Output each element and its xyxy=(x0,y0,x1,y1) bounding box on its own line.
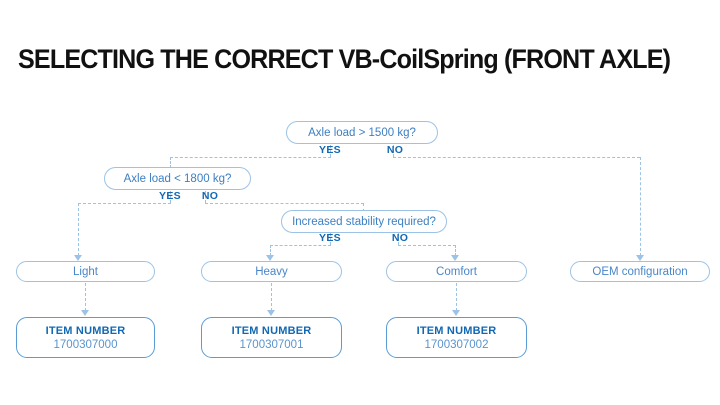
item-number-heavy[interactable]: ITEM NUMBER 1700307001 xyxy=(201,317,342,358)
decision-axle-load-1500-no: NO xyxy=(386,144,404,156)
connector-d3-no-arrow xyxy=(450,255,459,261)
connector-light-to-item xyxy=(85,283,86,311)
connector-d3-yes-stub xyxy=(330,233,331,245)
connector-comfort-to-item-arrow xyxy=(451,310,460,316)
connector-heavy-to-item xyxy=(271,283,272,311)
connector-d1-no-arrow xyxy=(635,255,644,261)
connector-d1-yes-horizontal xyxy=(170,157,331,158)
connector-d1-no-horizontal xyxy=(393,157,640,158)
decision-increased-stability-no: NO xyxy=(391,232,409,244)
connector-d2-no-drop xyxy=(363,203,364,212)
connector-heavy-to-item-arrow xyxy=(266,310,275,316)
decision-increased-stability-label: Increased stability required? xyxy=(292,215,436,228)
connector-d2-no-horizontal xyxy=(205,203,364,204)
connector-d1-no-drop xyxy=(640,157,641,256)
connector-d3-yes-drop xyxy=(270,245,271,256)
connector-d3-no-horizontal xyxy=(398,245,456,246)
result-comfort-label: Comfort xyxy=(436,265,477,278)
connector-light-to-item-arrow xyxy=(80,310,89,316)
decision-axle-load-1800[interactable]: Axle load < 1800 kg? xyxy=(104,167,251,190)
connector-d2-yes-drop xyxy=(78,203,79,256)
item-number-heavy-value: 1700307001 xyxy=(239,338,304,351)
result-light[interactable]: Light xyxy=(16,261,155,282)
decision-axle-load-1500[interactable]: Axle load > 1500 kg? xyxy=(286,121,438,144)
item-number-light-title: ITEM NUMBER xyxy=(45,324,126,337)
connector-d1-yes-drop xyxy=(170,157,171,168)
item-number-comfort-value: 1700307002 xyxy=(424,338,489,351)
decision-axle-load-1800-label: Axle load < 1800 kg? xyxy=(123,172,232,185)
result-heavy[interactable]: Heavy xyxy=(201,261,342,282)
connector-d2-yes-arrow xyxy=(73,255,82,261)
item-number-light-value: 1700307000 xyxy=(53,338,118,351)
connector-d3-yes-horizontal xyxy=(270,245,331,246)
connector-comfort-to-item xyxy=(456,283,457,311)
decision-axle-load-1800-no: NO xyxy=(201,190,219,202)
connector-d2-yes-stub xyxy=(170,191,171,203)
page-title: SELECTING THE CORRECT VB-CoilSpring (FRO… xyxy=(18,44,671,74)
connector-d1-yes-stub xyxy=(330,145,331,157)
item-number-heavy-title: ITEM NUMBER xyxy=(231,324,312,337)
result-comfort[interactable]: Comfort xyxy=(386,261,527,282)
connector-d3-no-drop xyxy=(455,245,456,256)
decision-increased-stability-yes: YES xyxy=(319,232,341,244)
result-light-label: Light xyxy=(73,265,98,278)
item-number-light[interactable]: ITEM NUMBER 1700307000 xyxy=(16,317,155,358)
decision-increased-stability[interactable]: Increased stability required? xyxy=(281,210,447,233)
decision-axle-load-1500-label: Axle load > 1500 kg? xyxy=(308,126,416,139)
item-number-comfort-title: ITEM NUMBER xyxy=(416,324,497,337)
connector-d3-no-stub xyxy=(398,233,399,245)
connector-d3-yes-arrow xyxy=(265,255,274,261)
result-heavy-label: Heavy xyxy=(255,265,288,278)
item-number-comfort[interactable]: ITEM NUMBER 1700307002 xyxy=(386,317,527,358)
result-oem-configuration-label: OEM configuration xyxy=(592,265,688,278)
connector-d1-no-stub xyxy=(393,145,394,157)
decision-axle-load-1800-yes: YES xyxy=(159,190,181,202)
result-oem-configuration[interactable]: OEM configuration xyxy=(570,261,710,282)
connector-d2-no-stub xyxy=(205,191,206,203)
connector-d2-yes-horizontal xyxy=(78,203,171,204)
decision-axle-load-1500-yes: YES xyxy=(319,144,341,156)
